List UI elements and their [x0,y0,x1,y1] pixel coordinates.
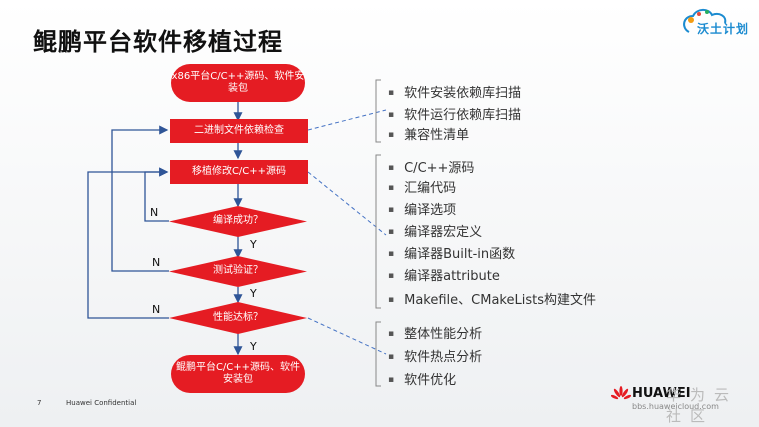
group1-item: 软件运行依赖库扫描 [388,104,521,123]
flow-decision-performance-shape [169,302,307,334]
flow-decision-compile: 编译成功？ [213,215,263,227]
flow-decision-test: 测试验证？ [213,265,263,277]
group2-item: 汇编代码 [388,177,456,196]
flow-start: x86平台C/C++源码、软件安装包 [171,64,305,102]
page-title: 鲲鹏平台软件移植过程 [33,28,283,56]
label-n-compile: N [150,206,159,219]
group1-item: 软件安装依赖库扫描 [388,82,521,101]
group2-item: C/C++源码 [388,157,474,176]
label-y-compile: Y [250,238,257,251]
wotu-logo-text: 沃土计划 [697,22,750,36]
label-y-performance: Y [250,340,257,353]
huawei-logo-icon [611,386,631,400]
group2-item: 编译器宏定义 [388,221,482,240]
label-y-test: Y [250,287,257,300]
flow-end: 鲲鹏平台C/C++源码、软件安装包 [171,355,305,393]
huawei-brand: HUAWEI [632,386,691,401]
wotu-logo-icon [683,8,727,33]
group2-item: 编译选项 [388,199,456,218]
flow-decision-test-shape [169,256,307,287]
flow-decision-performance: 性能达标？ [213,311,263,323]
label-n-performance: N [152,303,161,316]
confidential-label: Huawei Confidential [66,399,137,407]
flow-decision-compile-shape [169,206,307,237]
group3-item: 软件热点分析 [388,346,482,365]
group1-item: 兼容性清单 [388,124,469,143]
flow-step-port-modify: 移植修改C/C++源码 [170,160,308,184]
huawei-url: bbs.huaweicloud.com [632,402,719,411]
group3-item: 整体性能分析 [388,323,482,342]
group2-item: 编译器Built-in函数 [388,243,515,262]
group2-item: 编译器attribute [388,265,500,284]
group2-item: Makefile、CMakeLists构建文件 [388,289,596,308]
community-watermark: 华为云社区 [666,386,739,425]
group3-item: 软件优化 [388,369,456,388]
label-n-test: N [152,256,161,269]
flow-step-dependency-check: 二进制文件依赖检查 [170,119,308,143]
page-number: 7 [37,399,42,407]
